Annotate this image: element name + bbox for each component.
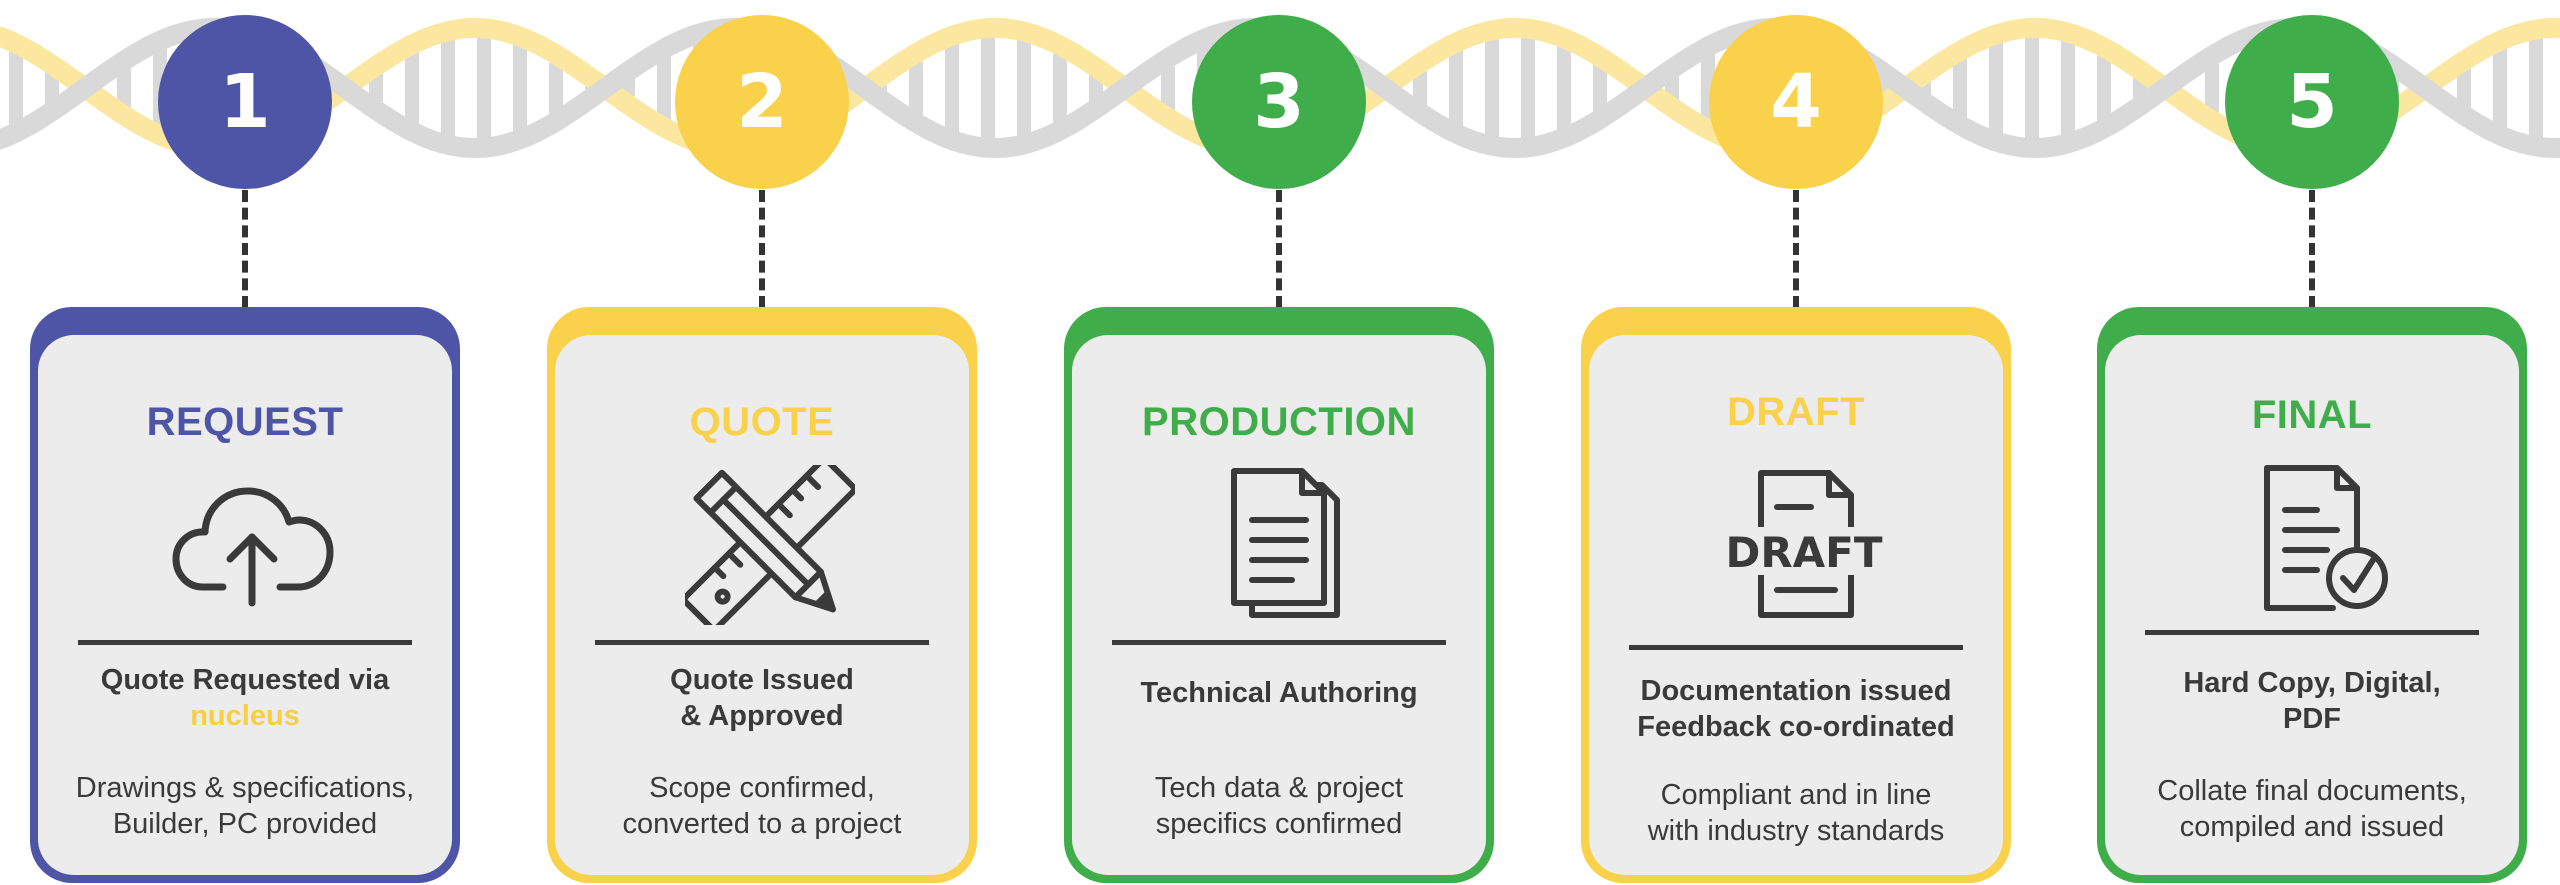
step-card: REQUEST Quote Requested via nucleus Draw… [30,307,460,883]
card-body: QUOTE [555,335,969,875]
card-body: FINAL Hard Copy, Digital, PD [2105,335,2519,875]
step-heading: Documentation issued Feedback co-ordinat… [1599,673,1993,745]
description-line: Drawings & specifications, [75,772,415,804]
step-number: 2 [736,59,788,145]
step-title: PRODUCTION [1142,400,1416,444]
step-request: 1 REQUEST Quote Requested via nucleus Dr… [30,0,460,885]
documents-icon [1187,450,1387,640]
step-description: Compliant and in line with industry stan… [1599,777,1993,849]
step-title: QUOTE [689,400,835,444]
step-description: Drawings & specifications, Builder, PC p… [48,770,442,842]
card-body: REQUEST Quote Requested via nucleus Draw… [38,335,452,875]
divider-line [1629,645,1963,650]
step-heading: Technical Authoring [1082,675,1476,711]
dashed-connector [759,190,765,308]
description-line: Builder, PC provided [112,808,378,840]
description-line: Collate final documents, [2157,775,2467,807]
step-card: FINAL Hard Copy, Digital, PD [2097,307,2527,883]
document-check-icon [2220,445,2420,635]
step-number-badge: 3 [1192,15,1366,189]
step-number-badge: 5 [2225,15,2399,189]
step-heading: Hard Copy, Digital, PDF [2115,665,2509,737]
step-title: FINAL [2251,393,2373,437]
step-heading: Quote Issued & Approved [565,662,959,734]
nucleus-brand-text: nucleus [190,700,300,732]
step-number: 4 [1770,59,1822,145]
step-title: REQUEST [146,400,344,444]
step-draft: 4 DRAFT DRAFT Documentation issued Feedb… [1581,0,2011,885]
step-production: 3 PRODUCTION Technical Authoring [1064,0,1494,885]
draft-document-icon: DRAFT [1704,450,1904,640]
step-description: Collate final documents, compiled and is… [2115,773,2509,845]
step-quote: 2 QUOTE [547,0,977,885]
dashed-connector [1276,190,1282,308]
heading-text: Hard Copy, Digital, [2183,667,2441,699]
divider-line [78,640,412,645]
step-number: 5 [2286,59,2338,145]
step-card: DRAFT DRAFT Documentation issued Feedbac… [1581,307,2011,883]
heading-text: Feedback co-ordinated [1637,711,1955,743]
heading-text: PDF [2283,703,2341,735]
heading-text: & Approved [680,700,844,732]
divider-line [1112,640,1446,645]
draft-icon-label: DRAFT [1725,528,1882,577]
divider-line [595,640,929,645]
dashed-connector [2309,190,2315,308]
description-line: Tech data & project [1154,772,1404,804]
step-card: QUOTE [547,307,977,883]
description-line: converted to a project [622,808,902,840]
step-number: 1 [219,59,271,145]
dashed-connector [242,190,248,308]
dashed-connector [1793,190,1799,308]
step-description: Scope confirmed, converted to a project [565,770,959,842]
step-number-badge: 2 [675,15,849,189]
divider-line [2145,630,2479,635]
step-description: Tech data & project specifics confirmed [1082,770,1476,842]
card-body: DRAFT DRAFT Documentation issued Feedbac… [1589,335,2003,875]
step-heading: Quote Requested via nucleus [48,662,442,734]
heading-text: Quote Requested via [100,664,390,696]
heading-text: Documentation issued [1640,675,1952,707]
heading-text: Technical Authoring [1140,677,1418,709]
card-body: PRODUCTION Technical Authoring Tech data… [1072,335,1486,875]
step-number: 3 [1253,59,1305,145]
cloud-upload-icon [153,450,353,640]
pencil-ruler-icon [670,450,870,640]
step-number-badge: 1 [158,15,332,189]
description-line: specifics confirmed [1155,808,1403,840]
step-card: PRODUCTION Technical Authoring Tech data… [1064,307,1494,883]
description-line: with industry standards [1647,815,1945,847]
step-number-badge: 4 [1709,15,1883,189]
step-title: DRAFT [1726,390,1866,434]
description-line: compiled and issued [2179,811,2445,843]
heading-text: Quote Issued [670,664,854,696]
description-line: Scope confirmed, [649,772,875,804]
step-final: 5 FINAL Hard Copy, [2097,0,2527,885]
description-line: Compliant and in line [1660,779,1932,811]
